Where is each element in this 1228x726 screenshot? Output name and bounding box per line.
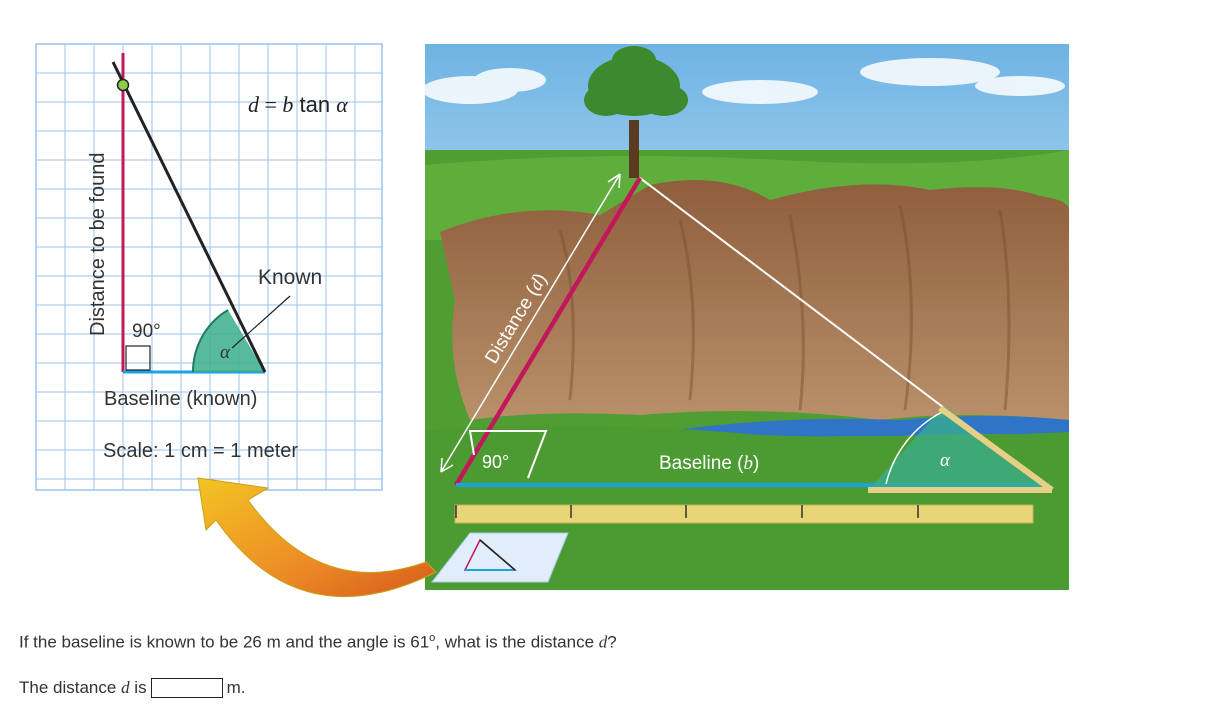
graph-paper-panel: d = b tan α Distance to be found Known 9… <box>35 43 383 491</box>
distance-answer-input[interactable] <box>150 678 223 698</box>
baseline-b-word: Baseline ( <box>659 453 744 474</box>
known-label: Known <box>258 266 322 289</box>
distance-to-be-found-label: Distance to be found <box>87 153 109 336</box>
formula-tan: tan <box>293 92 336 117</box>
question-middle: , what is the distance <box>435 632 599 652</box>
distance-dimension-arrow <box>440 173 621 473</box>
left-right-angle-mark <box>125 345 151 371</box>
question-prefix: If the baseline is known to be 26 m and … <box>19 632 430 652</box>
answer-variable: d <box>121 678 130 697</box>
question-degree: o <box>429 632 436 644</box>
clouds <box>422 58 1065 104</box>
question-text: If the baseline is known to be 26 m and … <box>19 632 617 653</box>
left-right-angle-label: 90° <box>132 321 161 342</box>
scale-label: Scale: 1 cm = 1 meter <box>103 440 298 462</box>
answer-is: is <box>129 678 147 697</box>
right-angle-wedge <box>870 406 1050 488</box>
small-graph-paper <box>430 532 569 583</box>
measuring-ruler <box>454 504 1034 524</box>
right-alpha-label: α <box>940 450 951 471</box>
landscape-panel: Distance (d) 90° Baseline (b) α <box>422 44 1069 590</box>
tree-trunk <box>629 120 639 178</box>
right-right-angle-label: 90° <box>482 452 509 472</box>
graph-grid <box>36 44 382 490</box>
tree-point-marker <box>116 78 130 92</box>
question-variable: d <box>598 632 608 652</box>
triangulation-figure: d = b tan α Distance to be found Known 9… <box>35 43 1069 598</box>
distance-arrowhead-top <box>607 173 621 189</box>
right-angle-arc <box>885 411 943 485</box>
distance-arrowhead-bottom <box>440 457 454 473</box>
question-suffix: ? <box>607 632 617 652</box>
left-alpha-label: α <box>220 342 231 363</box>
tree <box>584 46 688 178</box>
baseline-b-label: Baseline (b) <box>659 453 759 474</box>
formula-d: d <box>248 92 260 117</box>
known-pointer-line <box>231 295 291 349</box>
answer-prefix: The distance <box>19 678 122 697</box>
cliff-texture <box>558 204 1011 411</box>
answer-unit: m. <box>226 678 246 697</box>
cliff <box>440 180 1069 420</box>
formula-b: b <box>282 92 293 117</box>
formula-label: d = b tan α <box>248 92 348 117</box>
baseline-b-close: ) <box>753 453 759 474</box>
baseline-known-label: Baseline (known) <box>104 388 257 410</box>
answer-row: The distance d is m. <box>19 678 245 698</box>
left-hypotenuse <box>111 61 267 373</box>
right-distance-line <box>454 176 642 487</box>
curved-arrow <box>197 477 437 598</box>
formula-alpha: α <box>336 92 348 117</box>
tree-canopy <box>584 46 688 116</box>
baseline-b-var: b <box>744 453 754 474</box>
left-angle-arc <box>191 309 229 373</box>
formula-equals: = <box>259 92 282 117</box>
ruler-ticks <box>455 505 919 518</box>
protractor-bar-arm <box>938 405 1054 493</box>
right-right-angle-mark <box>468 430 548 479</box>
